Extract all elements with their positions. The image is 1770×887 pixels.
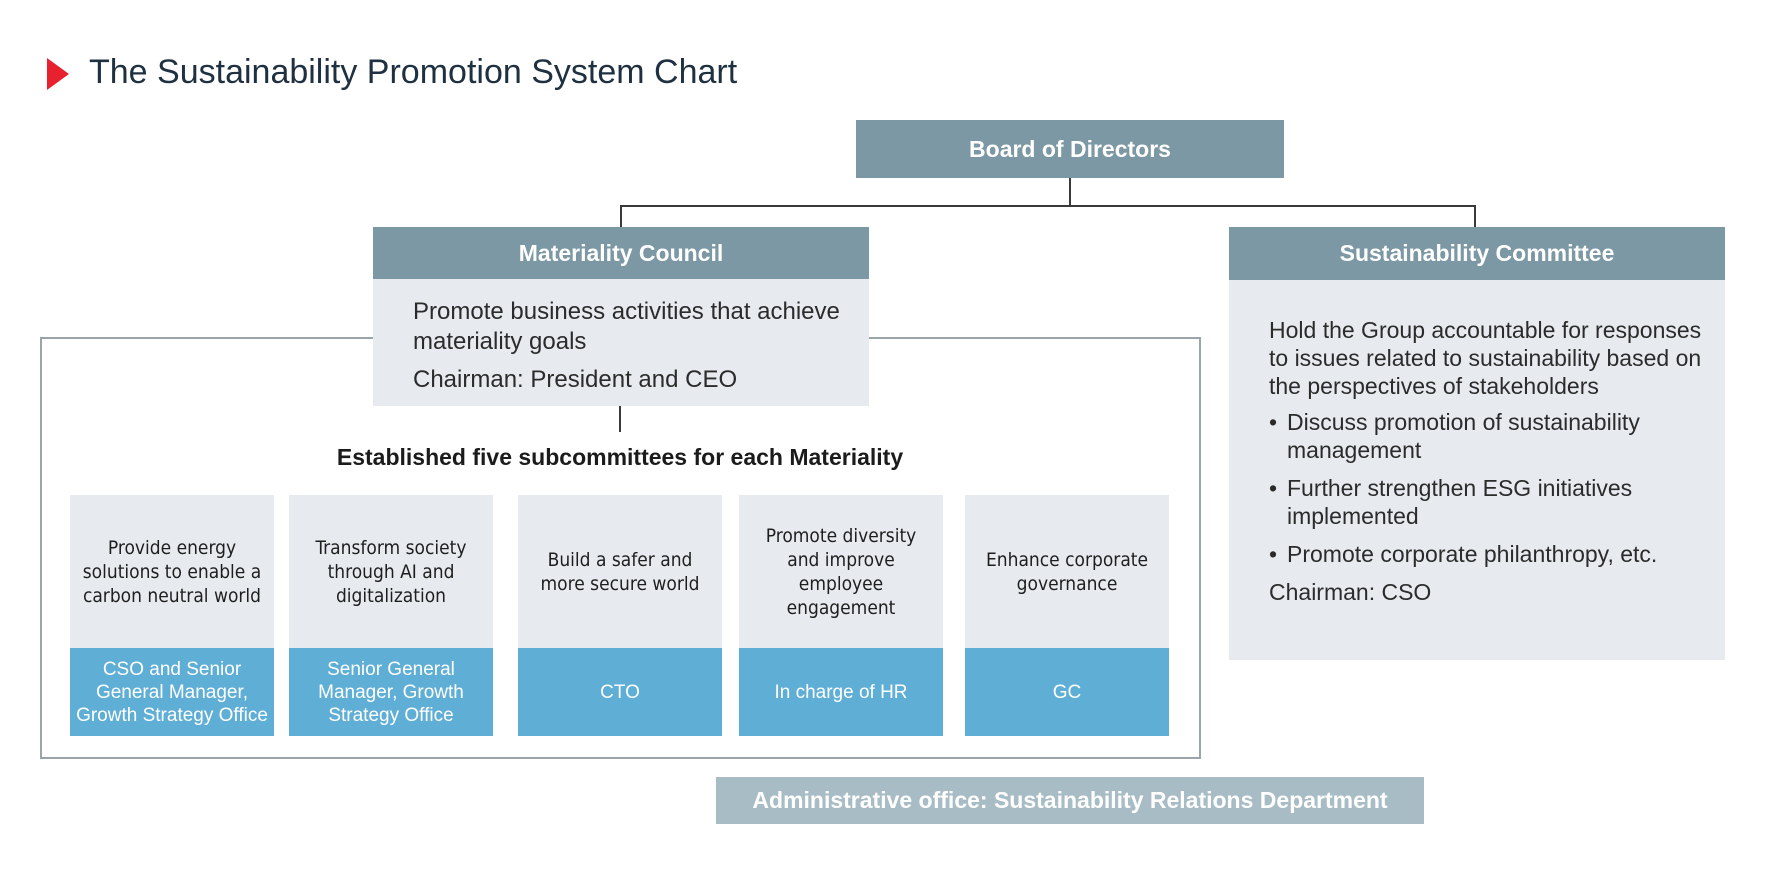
connector-horizontal xyxy=(620,205,1476,207)
subcommittee-topic: Provide energy solutions to enable a car… xyxy=(70,495,274,648)
materiality-council-body: Promote business activities that achieve… xyxy=(373,279,869,406)
administrative-office-box: Administrative office: Sustainability Re… xyxy=(716,777,1424,824)
bullet-icon: • xyxy=(1269,409,1278,435)
list-item: •Discuss promotion of sustainability man… xyxy=(1269,409,1640,463)
connector-to-sustainability xyxy=(1474,205,1476,227)
list-item: •Promote corporate philanthropy, etc. xyxy=(1269,541,1658,567)
sustainability-committee-body: Hold the Group accountable for responses… xyxy=(1229,280,1725,660)
subcommittee-topic: Transform society through AI and digital… xyxy=(289,495,493,648)
subcommittee-lead: GC xyxy=(965,648,1169,736)
sustainability-committee-header: Sustainability Committee xyxy=(1229,227,1725,280)
subcommittee-lead: CTO xyxy=(518,648,722,736)
subcommittee-lead: Senior General Manager, Growth Strategy … xyxy=(289,648,493,736)
bullet-icon: • xyxy=(1269,541,1278,567)
materiality-council-header: Materiality Council xyxy=(373,227,869,279)
subcommittee-topic: Build a safer and more secure world xyxy=(518,495,722,648)
connector-to-subcommittees xyxy=(619,406,621,432)
materiality-council-description: Promote business activities that achieve… xyxy=(413,298,840,355)
subcommittees-heading: Established five subcommittees for each … xyxy=(336,444,904,470)
sustainability-committee-bullets: •Discuss promotion of sustainability man… xyxy=(1269,408,1705,568)
list-item: •Further strengthen ESG initiatives impl… xyxy=(1269,475,1633,529)
materiality-council-chairman: Chairman: President and CEO xyxy=(413,366,738,393)
page-title: The Sustainability Promotion System Char… xyxy=(89,53,738,91)
subcommittee-topic: Enhance corporate governance xyxy=(965,495,1169,648)
board-of-directors-box: Board of Directors xyxy=(856,120,1284,178)
connector-board-down xyxy=(1069,178,1071,206)
connector-to-materiality xyxy=(620,205,622,227)
sustainability-committee-chairman: Chairman: CSO xyxy=(1269,579,1432,605)
title-triangle-icon xyxy=(47,58,69,90)
sustainability-committee-description: Hold the Group accountable for responses… xyxy=(1269,317,1702,399)
subcommittee-topic: Promote diversity and improve employee e… xyxy=(739,495,943,648)
bullet-icon: • xyxy=(1269,475,1278,501)
subcommittee-lead: CSO and Senior General Manager, Growth S… xyxy=(70,648,274,736)
subcommittee-lead: In charge of HR xyxy=(739,648,943,736)
